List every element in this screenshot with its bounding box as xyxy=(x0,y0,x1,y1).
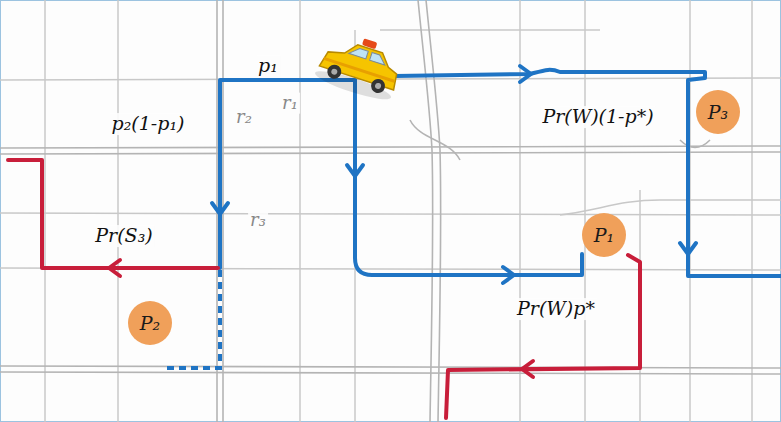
pickup-circle: P₂ xyxy=(128,301,172,345)
probability-label: p₂(1-p₁) xyxy=(110,113,187,135)
pickup-circle: P₁ xyxy=(582,213,626,257)
probability-label: Pr(W)p* xyxy=(515,298,597,320)
taxi-routes xyxy=(212,66,781,283)
probability-label: p₁ xyxy=(256,55,280,77)
route-label: r₂ xyxy=(234,107,254,128)
route-label: r₁ xyxy=(280,93,300,114)
route-label: r₃ xyxy=(248,210,268,231)
probability-label: Pr(S₃) xyxy=(93,225,154,247)
taxi-icon xyxy=(313,27,406,104)
passenger-routes xyxy=(8,160,640,418)
probability-label: Pr(W)(1-p*) xyxy=(540,106,655,128)
pickup-label: P₁ xyxy=(594,224,614,246)
pickup-label: P₂ xyxy=(140,312,160,334)
pickup-circle: P₃ xyxy=(696,90,740,134)
pickup-label: P₃ xyxy=(708,101,728,123)
